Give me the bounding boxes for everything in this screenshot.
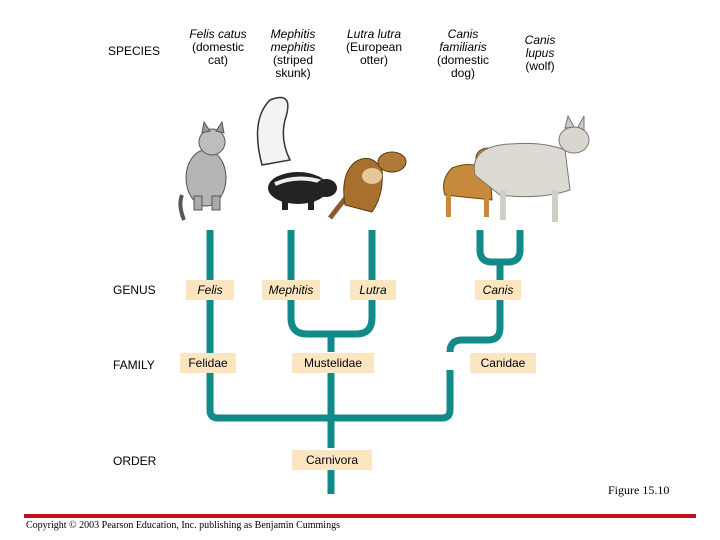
species-lutra-lutra: Lutra lutra (European otter) [338,28,410,67]
species-common-name: (European otter) [345,40,403,67]
genus-label-mephitis: Mephitis [262,280,320,300]
rank-label-genus: GENUS [113,283,156,297]
species-canis-familiaris: Canis familiaris (domestic dog) [428,28,498,80]
family-label-canidae: Canidae [470,353,536,373]
skunk-illustration [256,96,337,210]
species-common-name: (domestic dog) [436,53,489,80]
species-common-name: (striped skunk) [272,53,313,80]
order-label-carnivora: Carnivora [292,450,372,470]
species-scientific-name: Canis lupus [524,33,556,60]
species-scientific-name: Mephitis mephitis [270,27,316,54]
species-mephitis-mephitis: Mephitis mephitis (striped skunk) [260,28,326,80]
genus-label-lutra: Lutra [350,280,396,300]
genus-label-canis: Canis [475,280,521,300]
otter-illustration [328,151,407,220]
species-common-name: (wolf) [525,59,555,73]
wolf-illustration [473,114,590,222]
footer-rule [24,514,696,518]
rank-label-species: SPECIES [108,44,161,58]
species-scientific-name: Felis catus [189,27,247,41]
species-felis-catus: Felis catus (domestic cat) [182,28,254,67]
genus-label-felis: Felis [186,280,234,300]
species-scientific-name: Lutra lutra [346,27,402,41]
copyright-notice: Copyright © 2003 Pearson Education, Inc.… [26,520,340,531]
species-scientific-name: Canis familiaris [439,27,487,54]
rank-label-family: FAMILY [113,358,155,372]
figure-label: Figure 15.10 [608,483,670,497]
species-common-name: (domestic cat) [191,40,244,67]
rank-label-order: ORDER [113,454,157,468]
tree-branches [206,230,524,494]
family-label-mustelidae: Mustelidae [292,353,374,373]
cat-illustration [178,120,227,221]
species-canis-lupus: Canis lupus (wolf) [512,34,568,73]
family-label-felidae: Felidae [180,353,236,373]
